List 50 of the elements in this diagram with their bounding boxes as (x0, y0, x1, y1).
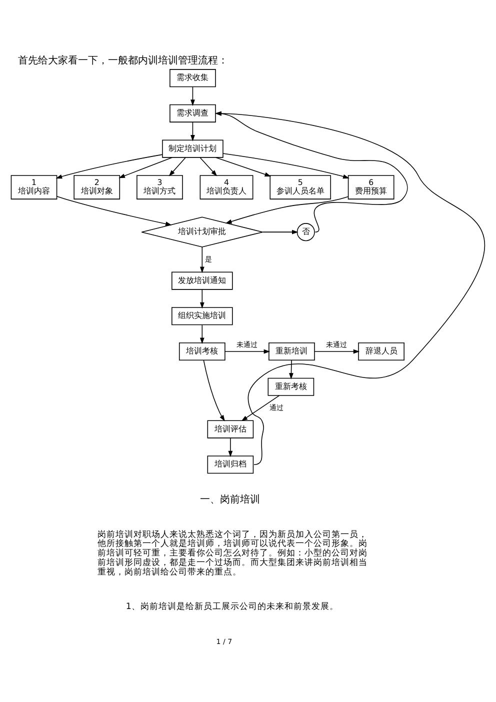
node-box: 1 培训内容 (10, 174, 58, 199)
arrow (190, 122, 195, 141)
arrow (225, 196, 349, 224)
node-box: 培训归档 (207, 455, 254, 474)
node-box: 2 培训对象 (74, 174, 120, 199)
arrow (228, 437, 233, 457)
edge-label: 是 (204, 254, 212, 263)
node-box: 培训考核 (178, 342, 226, 360)
arrow (215, 156, 272, 176)
node-box: 制定培训计划 (162, 139, 224, 158)
node-box: 组织实施培训 (172, 306, 233, 325)
arrow (200, 324, 204, 344)
edge-label: 未通过 (236, 339, 258, 348)
node-box: 辞退人员 (358, 342, 404, 360)
arrow (222, 152, 350, 178)
node-box: 4 培训负责人 (200, 174, 254, 199)
node-diamond: 培训计划审批 (141, 216, 264, 247)
node-box: 重新考核 (268, 377, 314, 396)
arrow (200, 156, 218, 176)
node-circle: 否 (296, 222, 315, 241)
label: 1、岗前培训是给新员工展示公司的未来和前景发展。 (126, 602, 338, 612)
arrow (241, 394, 280, 421)
arrow (262, 229, 298, 234)
label: 一、岗前培训 (200, 494, 260, 506)
arrow (289, 360, 294, 379)
arrow (215, 110, 485, 465)
arrow (200, 246, 204, 273)
label: 岗前培训对职场人来说太熟悉这个词了，因为新员加入公司第一员，他所接触第一个人就是培训师，培训师可以说代表一个公司形象。岗前培训可轻可重，主要看你公司怎么对待了。例如：小型的公司对岗前培训形同虚设，都是走一个过场而。而大型集团来讲岗前培训相当重视，岗前培训给公司带来的重点。 (98, 529, 368, 577)
arrow (215, 110, 408, 232)
arrow (168, 156, 186, 176)
label: 1 / 7 (216, 636, 232, 646)
node-box: 重新培训 (268, 342, 315, 360)
diagram-title: 首先给大家看一下，一般都内训培训管理流程： (18, 54, 228, 66)
node-box: 需求收集 (170, 68, 216, 87)
node-box: 3 培训方式 (136, 174, 183, 199)
arrow (314, 348, 360, 354)
arrow (203, 359, 225, 421)
node-box: 需求调查 (170, 104, 216, 122)
arrow (200, 288, 204, 308)
arrow (224, 348, 270, 354)
node-box: 发放培训通知 (172, 271, 233, 290)
edge-label: 未通过 (326, 339, 348, 348)
edge-label: 通过 (269, 402, 284, 412)
arrow (118, 156, 173, 178)
node-box: 5 参训人员名单 (270, 174, 331, 199)
arrow (190, 86, 195, 106)
arrow (56, 196, 172, 226)
node-box: 6 费用预算 (348, 174, 394, 199)
node-box: 培训评估 (207, 420, 254, 438)
arrow (56, 154, 163, 178)
